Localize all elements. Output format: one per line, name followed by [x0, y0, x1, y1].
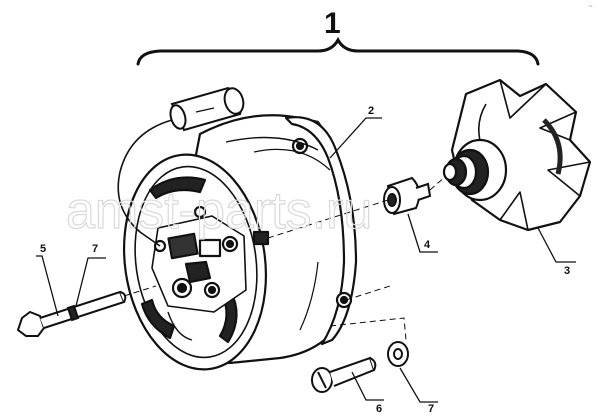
bushing — [383, 176, 432, 216]
washer — [387, 341, 409, 367]
assembly-bracket — [136, 36, 540, 66]
capacitor-lead-wire-2 — [167, 311, 193, 341]
part-label-3: 3 — [564, 265, 570, 277]
alternator-housing — [122, 114, 358, 371]
rotor — [442, 78, 592, 232]
part-label-7-lower: 7 — [428, 403, 434, 415]
corner-mark: ~ — [589, 4, 593, 10]
long-bolt — [16, 290, 127, 337]
part-label-7-upper: 7 — [92, 243, 98, 255]
assembly-axis-lines — [123, 175, 447, 341]
watermark: amst-parts.ru — [66, 182, 372, 240]
part-label-4: 4 — [424, 239, 431, 251]
capacitor-lead-wire — [117, 119, 173, 247]
assembly-label: 1 — [324, 7, 341, 40]
part-label-6: 6 — [376, 403, 382, 415]
short-bolt — [311, 356, 377, 393]
capacitor — [169, 86, 245, 132]
leader-lines — [36, 117, 576, 403]
part-label-2: 2 — [368, 105, 374, 117]
part-label-5: 5 — [40, 243, 46, 255]
